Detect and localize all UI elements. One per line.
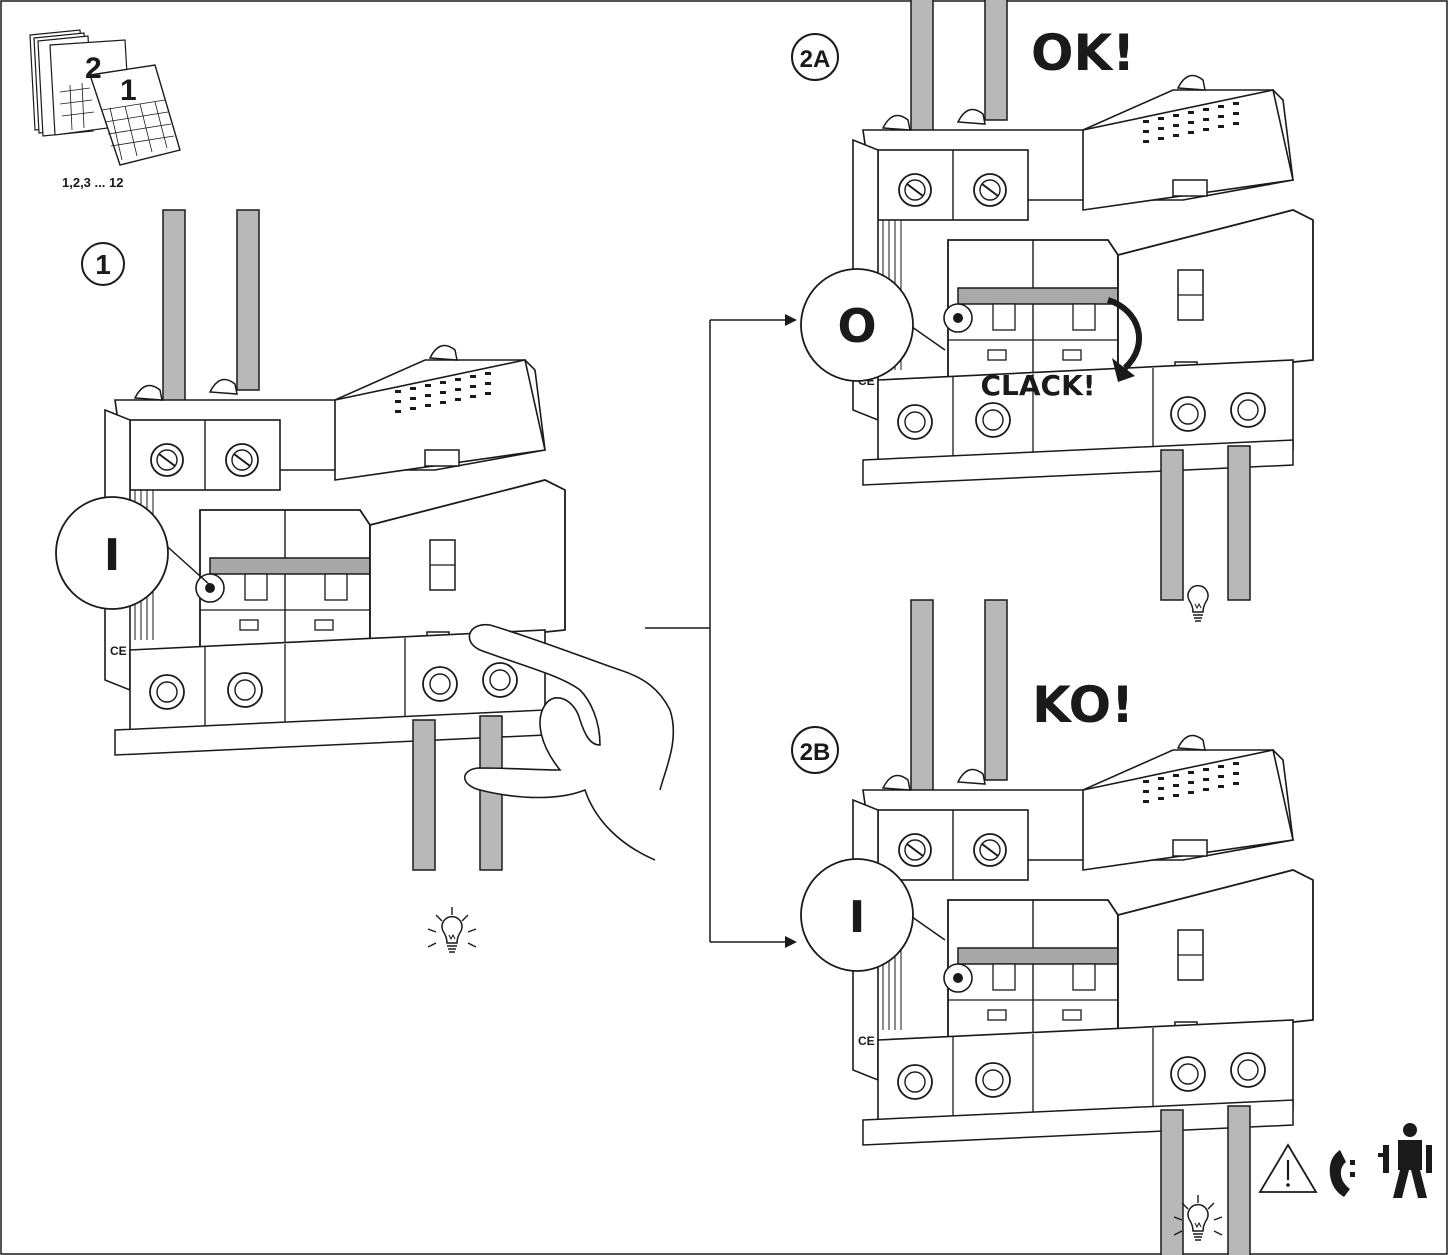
calendar-icon: 2 1 bbox=[29, 29, 181, 166]
step-2b-number: 2B bbox=[800, 739, 831, 766]
result-ko: KO! bbox=[1032, 676, 1134, 734]
callout-step-2b-state: I bbox=[849, 892, 865, 943]
calendar-page-back: 2 bbox=[85, 52, 102, 85]
trip-arrow bbox=[1106, 297, 1143, 371]
clack-label: CLACK! bbox=[980, 369, 1095, 402]
warning-triangle-icon bbox=[1258, 1143, 1318, 1193]
callout-step-2b: I bbox=[800, 858, 946, 972]
branch-arrows bbox=[709, 319, 785, 943]
phone-icon bbox=[1329, 1150, 1355, 1197]
callout-step-2a: O bbox=[800, 268, 946, 382]
calendar-page-front: 1 bbox=[120, 74, 137, 107]
callout-step-1: I bbox=[55, 496, 211, 610]
step-2a-number: 2A bbox=[800, 46, 831, 73]
step-2b-badge: 2B bbox=[791, 726, 839, 774]
step-1-badge: 1 bbox=[81, 242, 125, 286]
calendar-caption: 1,2,3 ... 12 bbox=[62, 175, 123, 190]
callout-step-1-state: I bbox=[104, 530, 120, 581]
result-ok: OK! bbox=[1031, 24, 1135, 82]
hand-illustration bbox=[463, 624, 675, 861]
arrow-to-2a bbox=[785, 314, 797, 326]
trip-arrowhead bbox=[1112, 358, 1135, 382]
step-2a-badge: 2A bbox=[791, 33, 839, 81]
callout-step-2a-state: O bbox=[837, 299, 876, 353]
technician-icon bbox=[1378, 1123, 1432, 1198]
arrow-to-2b bbox=[785, 936, 797, 948]
step-1-number: 1 bbox=[95, 249, 111, 280]
